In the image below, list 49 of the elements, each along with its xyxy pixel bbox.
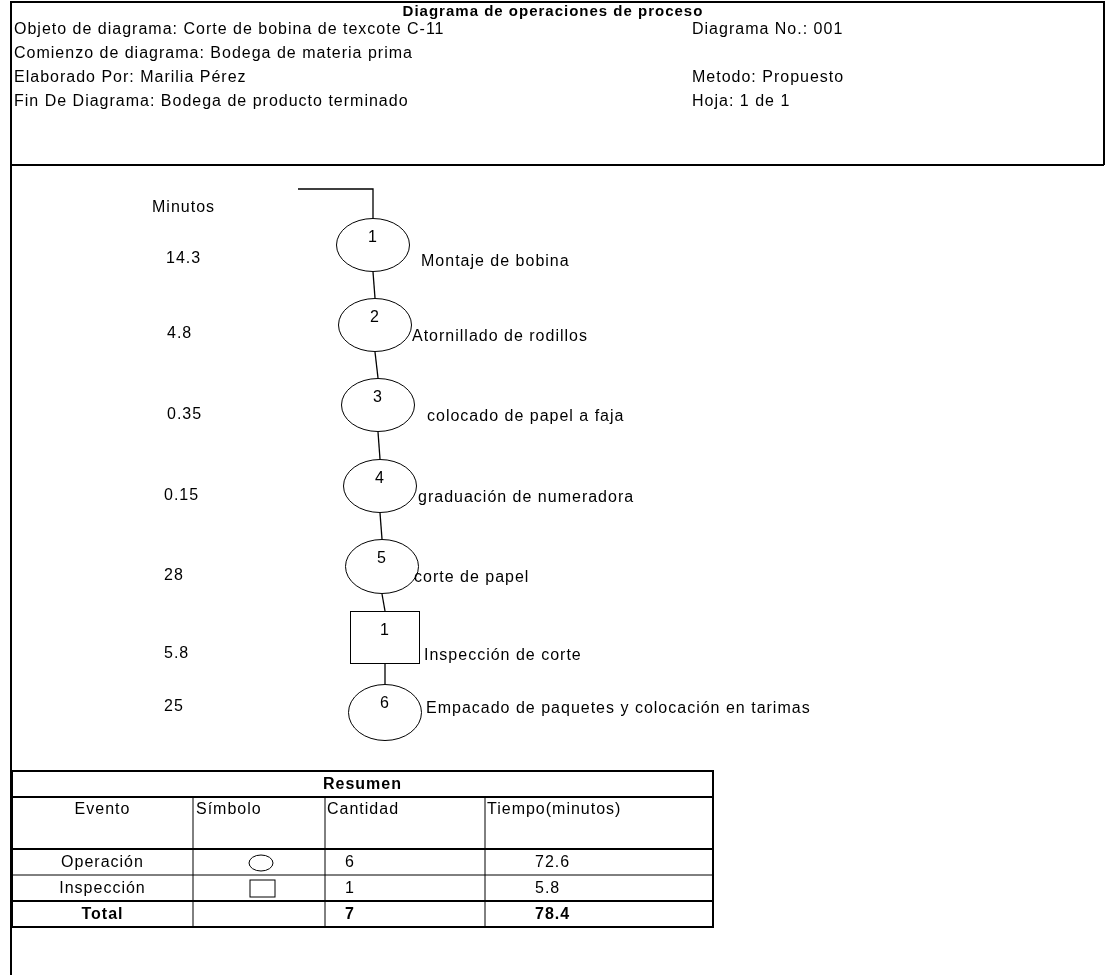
table-cell: 78.4 — [535, 905, 571, 923]
time-value: 14.3 — [166, 249, 202, 267]
table-cell-text: Total — [80, 905, 125, 923]
table-cell: 6 — [345, 853, 355, 871]
header-field: Hoja: 1 de 1 — [692, 92, 791, 110]
connector-line — [379, 512, 383, 540]
connector-line — [384, 663, 386, 685]
step-description: graduación de numeradora — [418, 488, 635, 506]
time-value: 5.8 — [164, 644, 190, 662]
inspection-square: 1 — [350, 611, 420, 664]
connector-line — [381, 593, 386, 612]
time-value: 0.15 — [164, 486, 200, 504]
table-cell: 7 — [345, 905, 355, 923]
operation-ellipse: 3 — [341, 378, 415, 432]
operation-ellipse: 6 — [348, 684, 422, 741]
connector-line — [374, 351, 379, 379]
header-field: Elaborado Por: Marilia Pérez — [14, 68, 247, 86]
step-description: Empacado de paquetes y colocación en tarimas — [426, 699, 811, 717]
table-cell: 1 — [345, 879, 355, 897]
step-description: Atornillado de rodillos — [412, 327, 588, 345]
column-heading: Minutos — [152, 198, 216, 216]
connector-line — [377, 431, 381, 460]
connector-line — [297, 188, 374, 219]
step-description: colocado de papel a faja — [427, 407, 625, 425]
header-field: Diagrama No.: 001 — [692, 20, 844, 38]
table-cell-text: Operación — [60, 853, 145, 871]
column-header: Evento — [73, 800, 132, 818]
operation-ellipse: 1 — [336, 218, 410, 272]
time-value: 0.35 — [167, 405, 203, 423]
step-description: Montaje de bobina — [421, 252, 570, 270]
header-field: Objeto de diagrama: Corte de bobina de texcote C-11 — [14, 20, 445, 38]
table-cell-text: Inspección — [58, 879, 147, 897]
header-field: Fin De Diagrama: Bodega de producto terminado — [14, 92, 409, 110]
step-description: Inspección de corte — [424, 646, 582, 664]
operation-ellipse: 2 — [338, 298, 412, 352]
connector-line — [372, 271, 376, 299]
time-value: 4.8 — [167, 324, 193, 342]
time-value: 25 — [164, 697, 184, 715]
column-header: Cantidad — [327, 800, 400, 818]
operation-ellipse: 4 — [343, 459, 417, 513]
time-value: 28 — [164, 566, 184, 584]
column-header: Símbolo — [196, 800, 262, 818]
table-cell: 72.6 — [535, 853, 571, 871]
header-field: Comienzo de diagrama: Bodega de materia prima — [14, 44, 413, 62]
table-title: Resumen — [322, 775, 403, 793]
table-cell: 5.8 — [535, 879, 561, 897]
header-field: Metodo: Propuesto — [692, 68, 845, 86]
column-header: Tiempo(minutos) — [487, 800, 623, 818]
diagram-title: Diagrama de operaciones de proceso — [401, 2, 705, 20]
